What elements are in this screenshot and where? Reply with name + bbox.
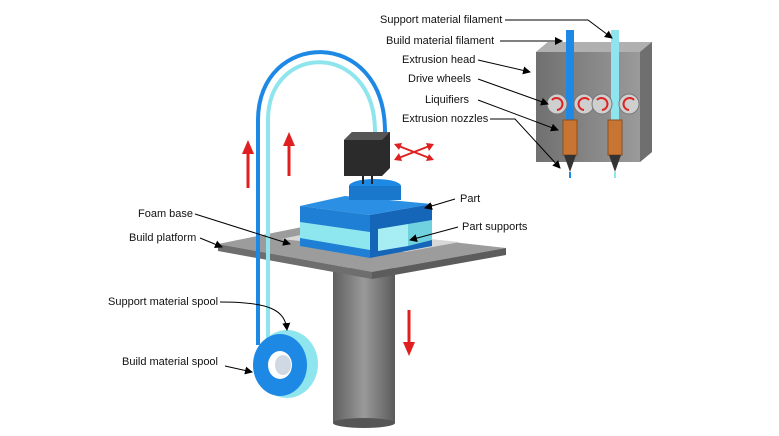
material-spool [253, 330, 318, 398]
build-filament-path [256, 50, 387, 345]
support-column [333, 268, 395, 428]
support-filament-path [266, 60, 377, 345]
label-support-material-spool: Support material spool [108, 296, 219, 308]
label-extrusion-head: Extrusion head [402, 54, 476, 66]
label-liquifiers: Liquifiers [425, 94, 470, 106]
extrusion-head [344, 132, 390, 184]
part-supports [300, 220, 432, 251]
leader-lines [194, 19, 613, 375]
label-drive-wheels: Drive wheels [408, 73, 471, 85]
label-build-material-filament: Build material filament [386, 35, 495, 47]
label-foam-base: Foam base [138, 208, 194, 220]
label-build-platform: Build platform [129, 232, 197, 244]
extrusion-head-detail [536, 30, 652, 178]
motion-arrows [242, 132, 434, 356]
label-part-supports: Part supports [462, 221, 528, 233]
label-extrusion-nozzles: Extrusion nozzles [402, 113, 489, 125]
label-part: Part [460, 193, 481, 205]
label-support-material-filament: Support material filament [380, 14, 503, 26]
label-build-material-spool: Build material spool [122, 356, 218, 368]
